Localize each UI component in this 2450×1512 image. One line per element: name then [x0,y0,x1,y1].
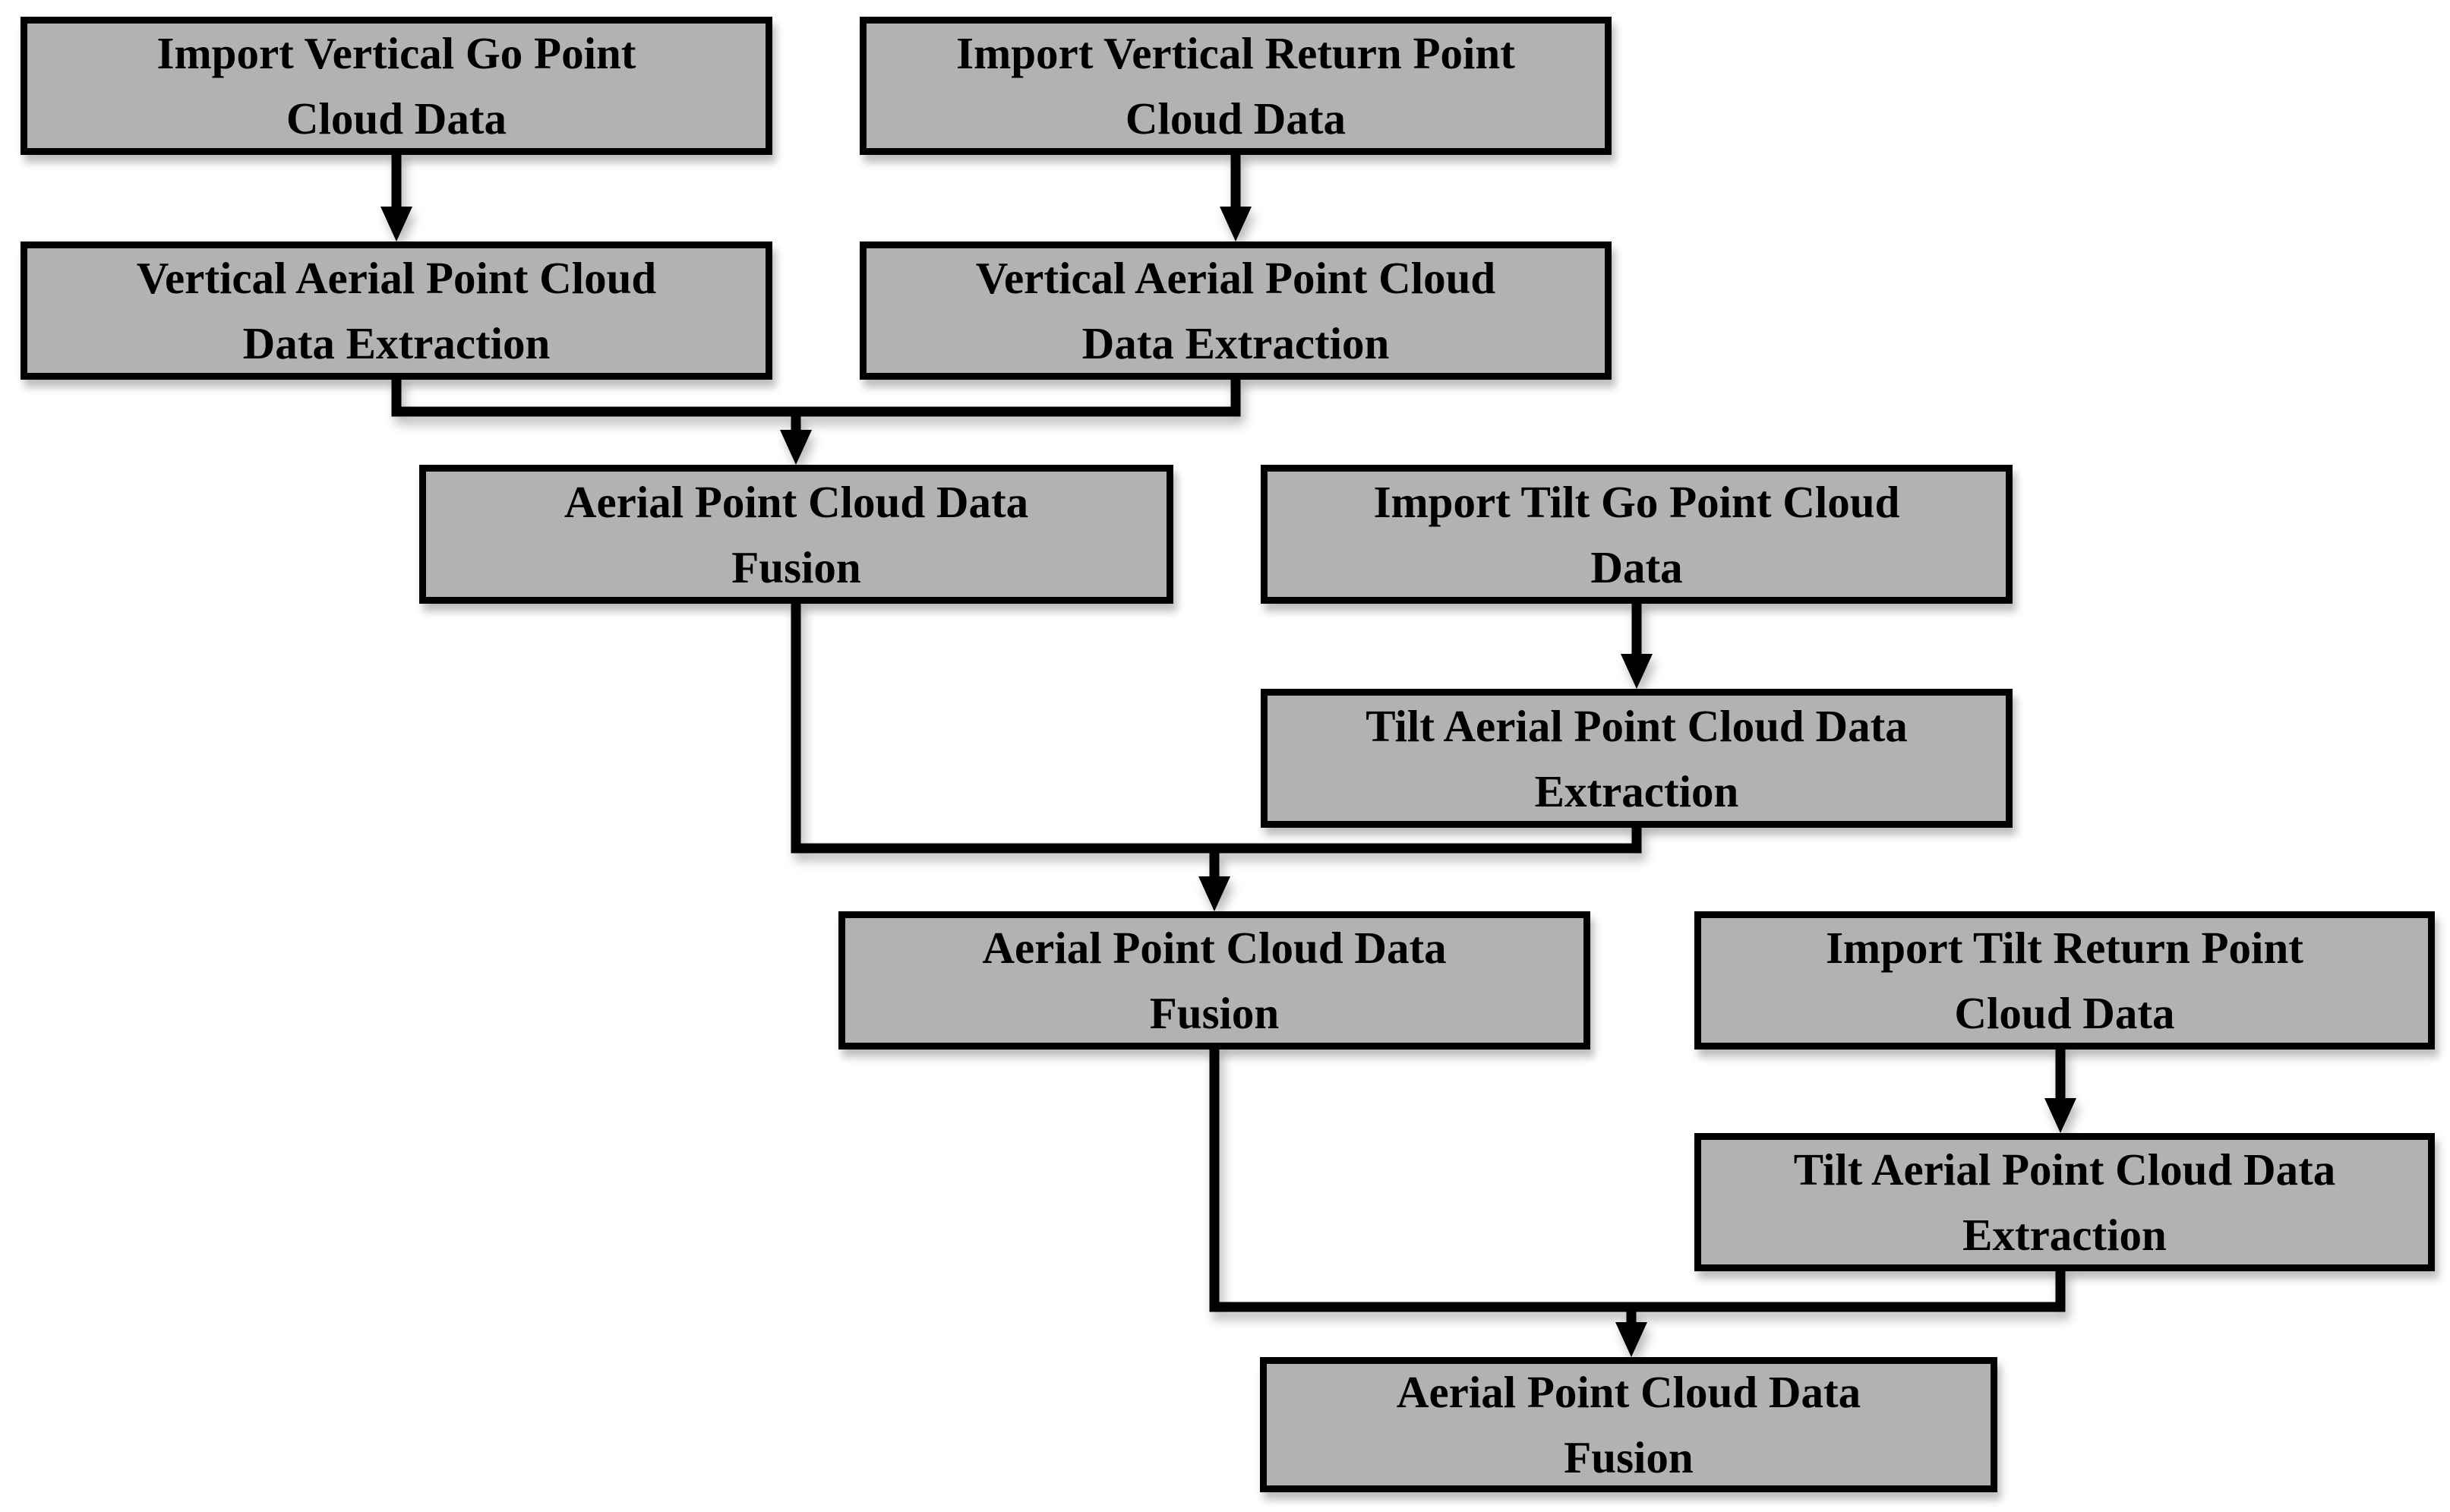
node-label: Import Tilt Go Point Cloud Data [1373,476,1900,592]
node-label: Vertical Aerial Point Cloud Data Extract… [136,253,657,368]
node-label: Aerial Point Cloud Data Fusion [982,923,1447,1038]
node-label: Import Vertical Return Point Cloud Data [956,28,1515,144]
connector-merge-fusion2-bar [1209,1046,2066,1312]
connector-merge-vertical-bar [391,377,1241,417]
node-import-tilt-return: Import Tilt Return Point Cloud Data [1694,911,2435,1050]
arrowhead-merge-vertical-arrow [780,430,812,465]
node-label: Tilt Aerial Point Cloud Data Extraction [1365,700,1908,816]
node-vertical-extraction-go: Vertical Aerial Point Cloud Data Extract… [21,241,772,380]
node-fusion-3: Aerial Point Cloud Data Fusion [1260,1357,1997,1492]
node-vertical-extraction-return: Vertical Aerial Point Cloud Data Extract… [860,241,1612,380]
node-label: Aerial Point Cloud Data Fusion [1396,1367,1861,1482]
node-fusion-2: Aerial Point Cloud Data Fusion [838,911,1590,1050]
node-fusion-1: Aerial Point Cloud Data Fusion [419,465,1173,604]
node-import-vertical-go: Import Vertical Go Point Cloud Data [21,17,772,155]
arrowhead-merge-fusion1-arrow [1198,876,1230,911]
arrowhead-merge-fusion2-arrow [1615,1322,1647,1357]
node-tilt-extraction-go: Tilt Aerial Point Cloud Data Extraction [1261,689,2013,828]
node-label: Import Tilt Return Point Cloud Data [1826,923,2303,1038]
node-label: Import Vertical Go Point Cloud Data [156,28,636,144]
node-label: Vertical Aerial Point Cloud Data Extract… [975,253,1496,368]
node-import-tilt-go: Import Tilt Go Point Cloud Data [1261,465,2013,604]
arrowhead-vertical-return-to-extraction [1220,207,1252,241]
arrowhead-tilt-return-to-extraction [2044,1098,2076,1133]
arrowhead-tilt-go-to-extraction [1621,654,1653,689]
node-label: Tilt Aerial Point Cloud Data Extraction [1793,1144,2336,1260]
node-import-vertical-return: Import Vertical Return Point Cloud Data [860,17,1612,155]
node-tilt-extraction-return: Tilt Aerial Point Cloud Data Extraction [1694,1133,2435,1271]
node-label: Aerial Point Cloud Data Fusion [564,476,1029,592]
arrowhead-vertical-go-to-extraction [380,207,412,241]
